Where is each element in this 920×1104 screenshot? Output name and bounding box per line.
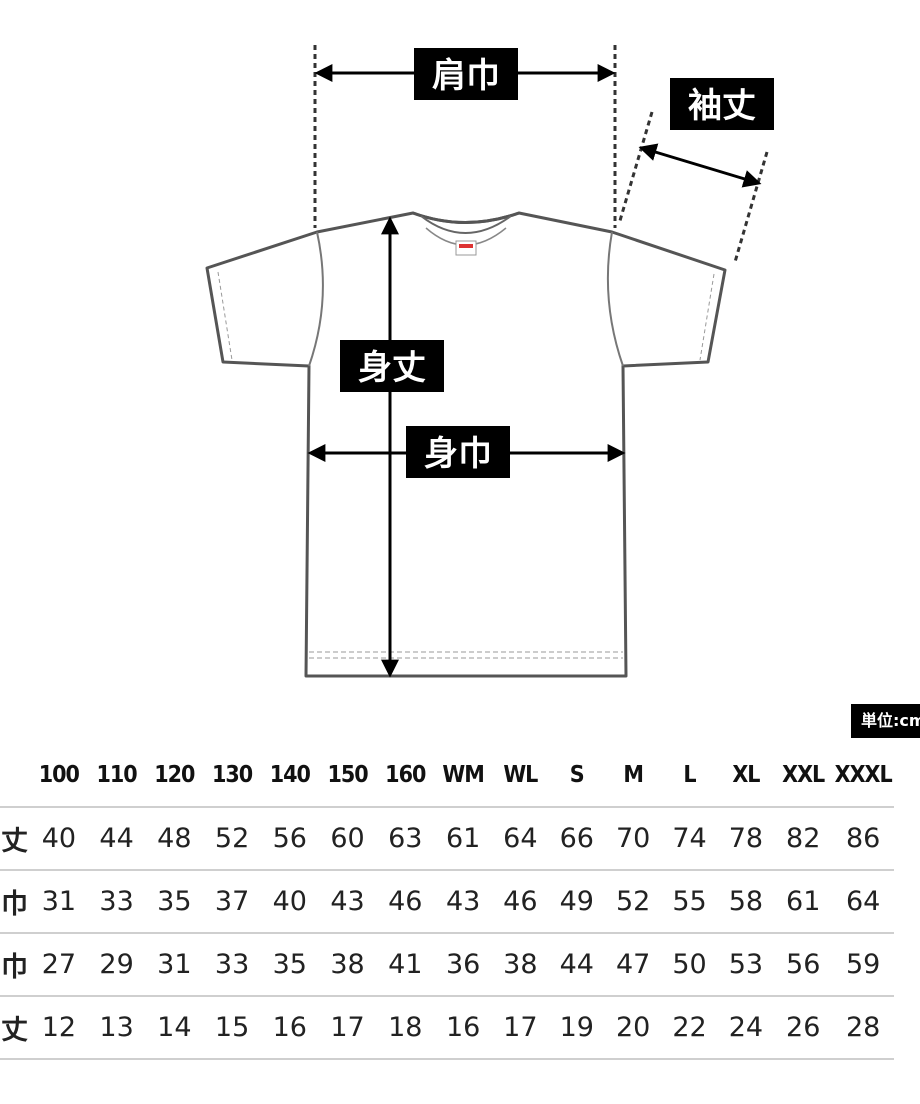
table-cell: 61 <box>774 869 833 933</box>
table-cell: 35 <box>145 869 204 933</box>
size-header: XXL <box>782 762 825 788</box>
table-cell: 44 <box>548 932 605 996</box>
size-header: 150 <box>327 762 368 788</box>
row-label: 身丈 <box>0 806 30 870</box>
size-header: XXXL <box>834 762 893 788</box>
svg-text:身巾: 身巾 <box>424 434 492 474</box>
table-cell: 15 <box>203 995 261 1060</box>
size-header: XL <box>732 762 760 788</box>
size-header: WL <box>503 762 538 788</box>
svg-text:袖丈: 袖丈 <box>688 86 756 126</box>
brand-tag-icon <box>455 240 477 256</box>
table-cell: 14 <box>145 995 204 1060</box>
sleeve-length-arrow <box>638 143 762 188</box>
table-cell: 58 <box>717 869 775 933</box>
size-header: L <box>683 762 696 788</box>
table-cell: 38 <box>318 932 377 996</box>
size-header: 140 <box>269 762 311 788</box>
table-cell: 61 <box>434 806 493 870</box>
table-cell: 19 <box>548 995 605 1060</box>
label-shoulder-width: 肩巾 <box>414 48 518 100</box>
table-cell: 33 <box>87 869 146 933</box>
table-cell: 20 <box>604 995 662 1060</box>
table-cell: 53 <box>717 932 775 996</box>
tshirt-measurement-diagram: 肩巾 袖丈 身丈 身巾 <box>205 45 774 678</box>
table-cell: 37 <box>203 869 261 933</box>
table-cell: 66 <box>548 806 605 870</box>
table-cell: 35 <box>260 932 319 996</box>
table-cell: 40 <box>260 869 319 933</box>
table-cell: 43 <box>318 869 377 933</box>
svg-text:身丈: 身丈 <box>358 348 426 388</box>
table-cell: 43 <box>434 869 493 933</box>
row-label: 肩巾 <box>0 932 30 996</box>
table-cell: 33 <box>203 932 261 996</box>
table-cell: 60 <box>318 806 377 870</box>
size-header: 110 <box>96 762 138 788</box>
table-cell: 47 <box>604 932 662 996</box>
size-header: 160 <box>385 762 426 788</box>
table-cell: 55 <box>661 869 718 933</box>
table-cell: 40 <box>30 806 88 870</box>
table-cell: 78 <box>717 806 775 870</box>
table-cell: 56 <box>774 932 833 996</box>
table-cell: 46 <box>492 869 549 933</box>
table-cell: 26 <box>774 995 833 1060</box>
size-header: S <box>569 762 585 788</box>
table-cell: 52 <box>604 869 662 933</box>
table-cell: 52 <box>203 806 261 870</box>
table-cell: 13 <box>87 995 146 1060</box>
table-cell: 16 <box>434 995 493 1060</box>
table-cell: 44 <box>87 806 146 870</box>
label-body-width: 身巾 <box>406 426 510 478</box>
label-sleeve-length: 袖丈 <box>670 78 774 130</box>
table-cell: 46 <box>376 869 435 933</box>
table-cell: 38 <box>492 932 549 996</box>
table-cell: 16 <box>260 995 319 1060</box>
size-header: WM <box>442 762 484 788</box>
row-label-header <box>0 744 30 807</box>
size-table: 100 110 120 130 140 150 160 WM WL S M L XL XXL XXXL 身丈… <box>0 744 894 1060</box>
table-row: 袖丈121314151617181617192022242628 <box>0 995 894 1060</box>
table-cell: 48 <box>145 806 204 870</box>
table-cell: 18 <box>376 995 435 1060</box>
table-cell: 31 <box>30 869 88 933</box>
size-header: 100 <box>38 762 80 788</box>
table-cell: 29 <box>87 932 146 996</box>
table-cell: 17 <box>492 995 549 1060</box>
size-header-row: 100 110 120 130 140 150 160 WM WL S M L XL XXL XXXL <box>0 744 894 807</box>
table-cell: 63 <box>376 806 435 870</box>
table-cell: 59 <box>832 932 894 996</box>
table-cell: 36 <box>434 932 493 996</box>
table-row: 肩巾272931333538413638444750535659 <box>0 932 894 996</box>
table-cell: 24 <box>717 995 775 1060</box>
table-row: 身丈404448525660636164667074788286 <box>0 806 894 870</box>
table-cell: 28 <box>832 995 894 1060</box>
table-cell: 41 <box>376 932 435 996</box>
svg-text:肩巾: 肩巾 <box>432 56 500 96</box>
table-row: 身巾313335374043464346495255586164 <box>0 869 894 933</box>
table-cell: 82 <box>774 806 833 870</box>
unit-badge: 単位:cm <box>851 704 920 738</box>
table-cell: 56 <box>260 806 319 870</box>
label-body-length: 身丈 <box>340 340 444 392</box>
table-cell: 74 <box>661 806 718 870</box>
table-cell: 86 <box>832 806 894 870</box>
table-cell: 49 <box>548 869 605 933</box>
table-cell: 50 <box>661 932 718 996</box>
row-label: 身巾 <box>0 869 30 933</box>
table-cell: 64 <box>832 869 894 933</box>
table-cell: 12 <box>30 995 88 1060</box>
table-cell: 31 <box>145 932 204 996</box>
table-cell: 17 <box>318 995 377 1060</box>
size-header: 120 <box>154 762 195 788</box>
table-cell: 64 <box>492 806 549 870</box>
row-label: 袖丈 <box>0 995 30 1060</box>
size-header: M <box>623 762 644 788</box>
table-cell: 22 <box>661 995 718 1060</box>
size-header: 130 <box>211 762 253 788</box>
table-cell: 70 <box>604 806 662 870</box>
table-cell: 27 <box>30 932 88 996</box>
